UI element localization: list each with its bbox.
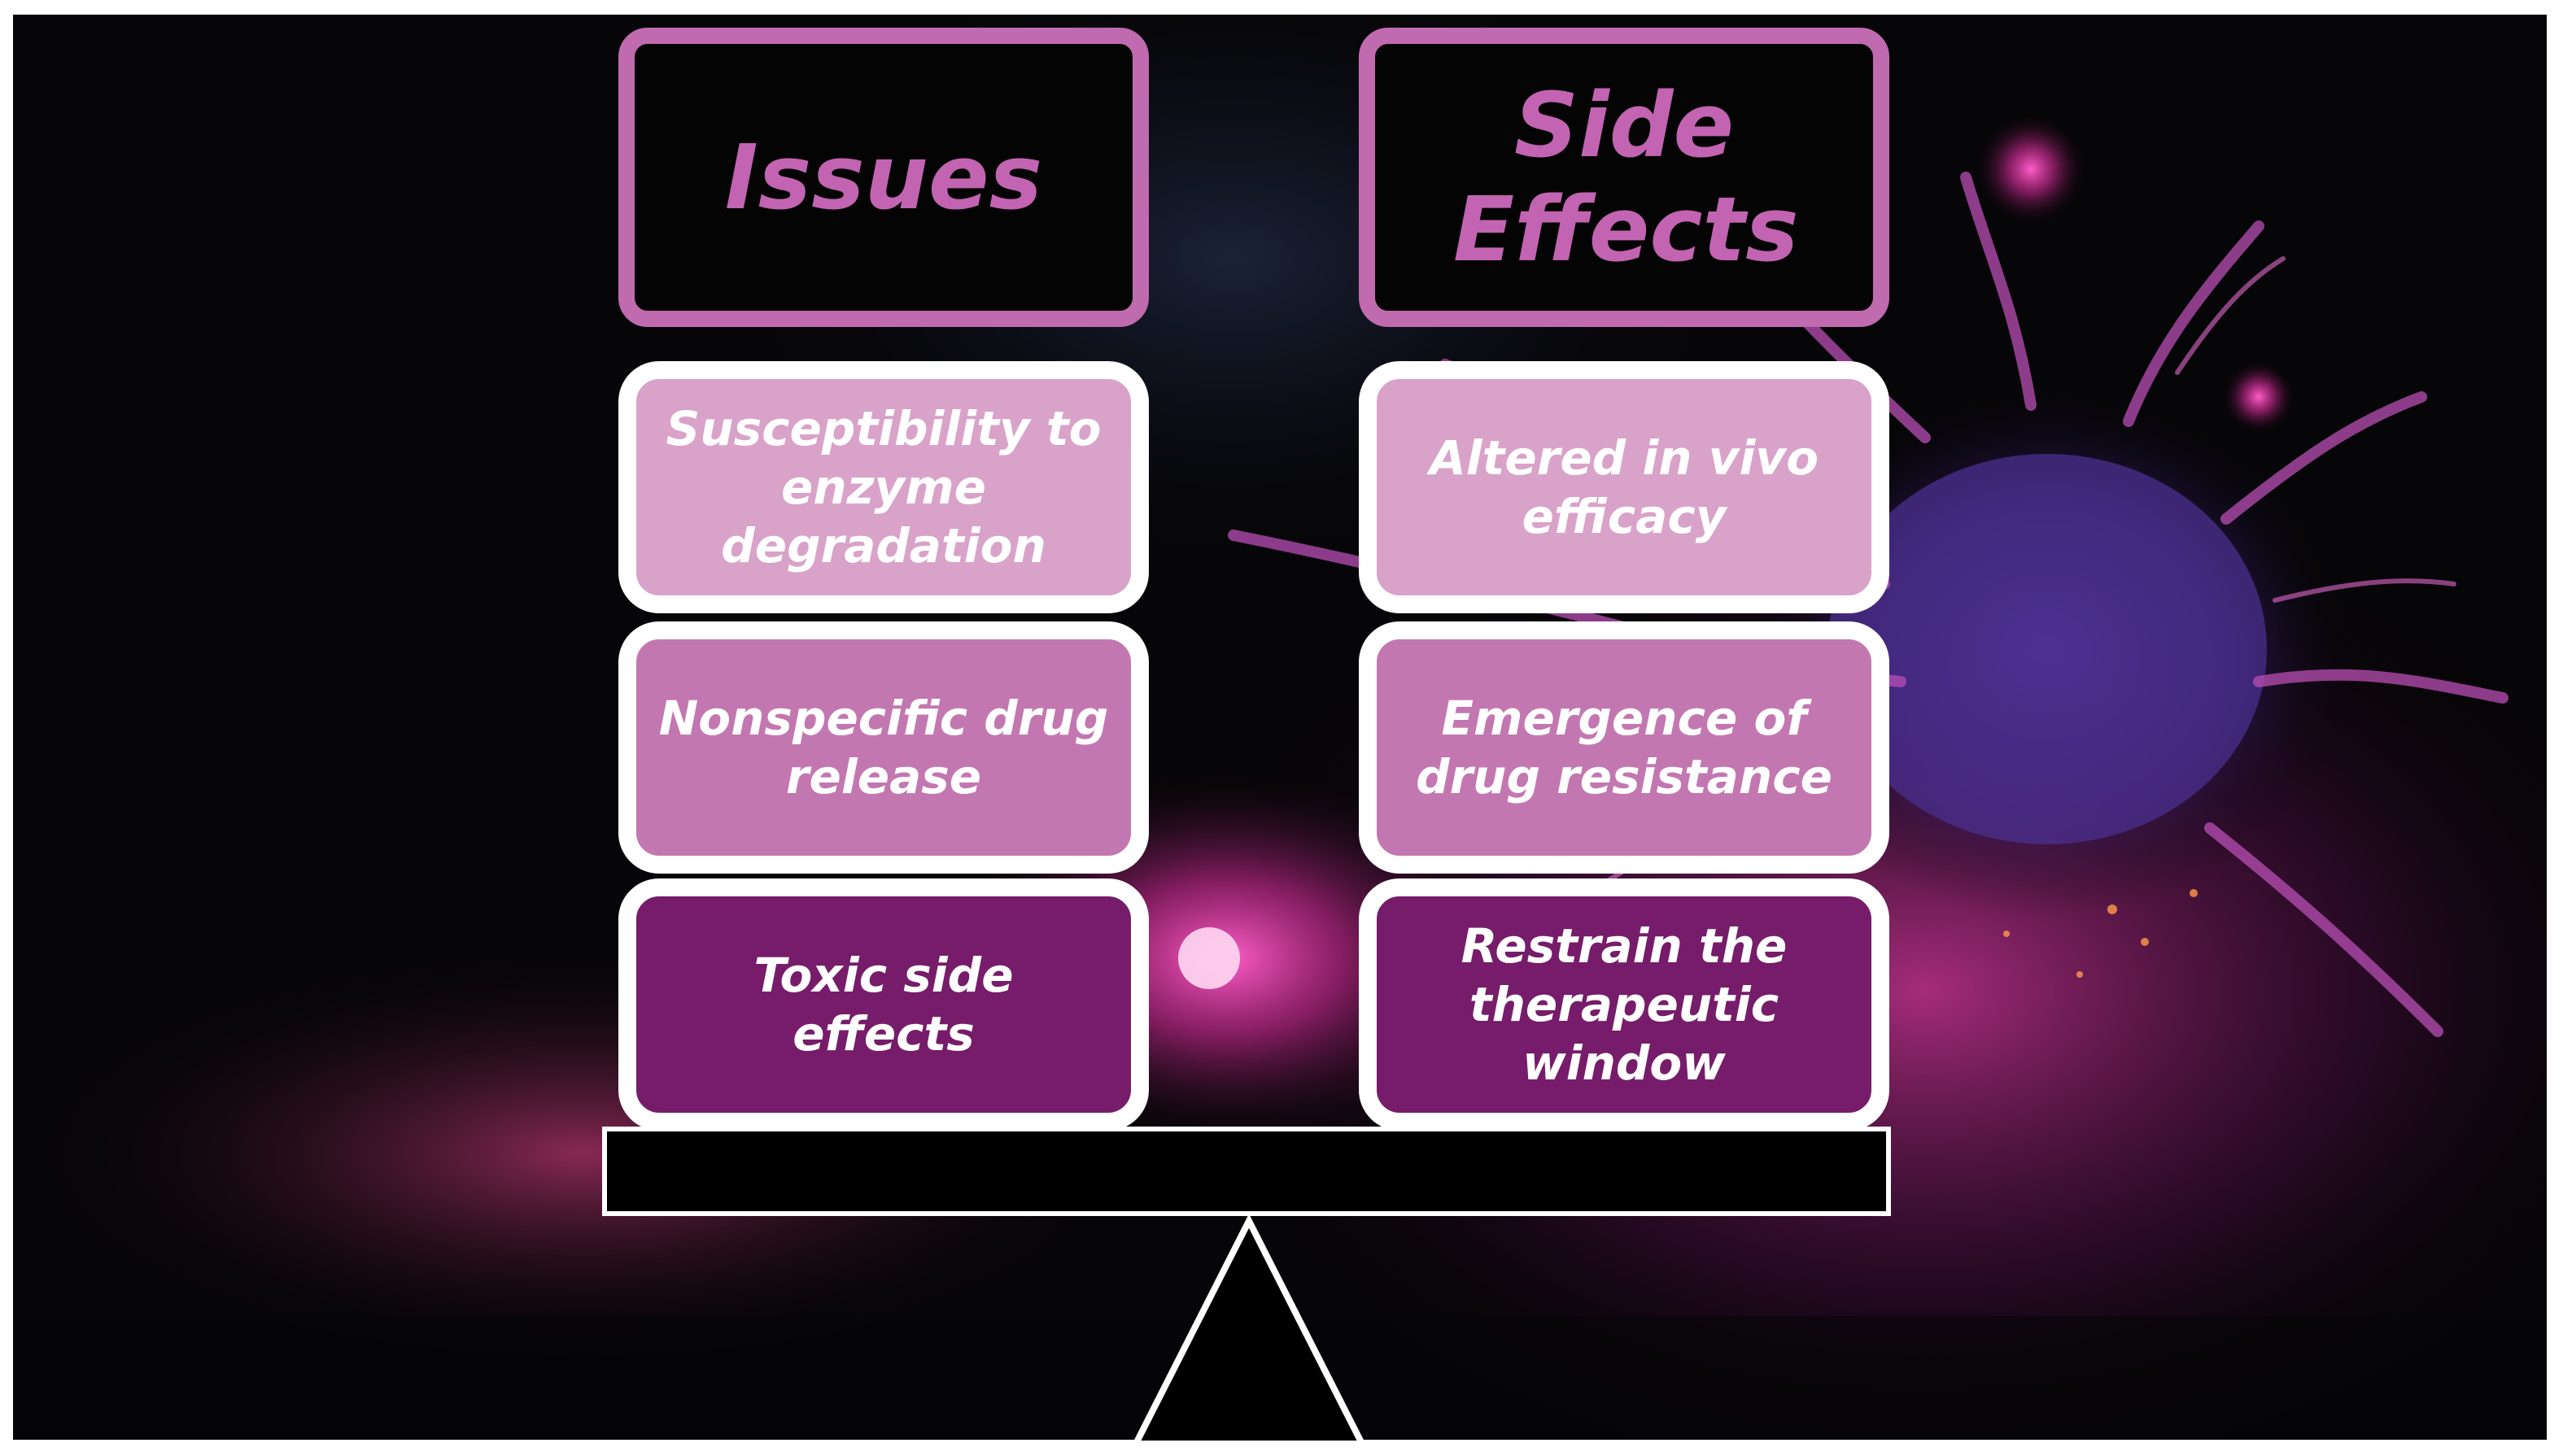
issue-item-toxic-side-effects: Toxic side effects bbox=[618, 878, 1149, 1131]
balance-beam bbox=[602, 1127, 1891, 1216]
side-effect-item-text: Restrain the therapeutic window bbox=[1461, 918, 1788, 1091]
side-effect-item-altered-efficacy: Altered in vivo efficacy bbox=[1359, 361, 1889, 613]
issues-header: Issues bbox=[618, 28, 1149, 327]
side-effects-header-text: Side Effects bbox=[1453, 73, 1799, 281]
issue-item-enzyme-degradation: Susceptibility to enzyme degradation bbox=[618, 361, 1149, 613]
side-effect-item-text: Altered in vivo efficacy bbox=[1429, 430, 1819, 544]
issue-item-text: Nonspecific drug release bbox=[658, 691, 1109, 804]
side-effect-item-drug-resistance: Emergence of drug resistance bbox=[1359, 621, 1889, 874]
balance-fulcrum bbox=[1131, 1216, 1367, 1445]
issues-header-text: Issues bbox=[724, 125, 1043, 229]
side-effect-item-text: Emergence of drug resistance bbox=[1416, 691, 1832, 804]
issue-item-text: Toxic side effects bbox=[753, 948, 1014, 1061]
side-effects-header: Side Effects bbox=[1359, 28, 1889, 327]
issue-item-text: Susceptibility to enzyme degradation bbox=[666, 401, 1102, 573]
side-effect-item-therapeutic-window: Restrain the therapeutic window bbox=[1359, 878, 1889, 1131]
issue-item-nonspecific-release: Nonspecific drug release bbox=[618, 621, 1149, 874]
